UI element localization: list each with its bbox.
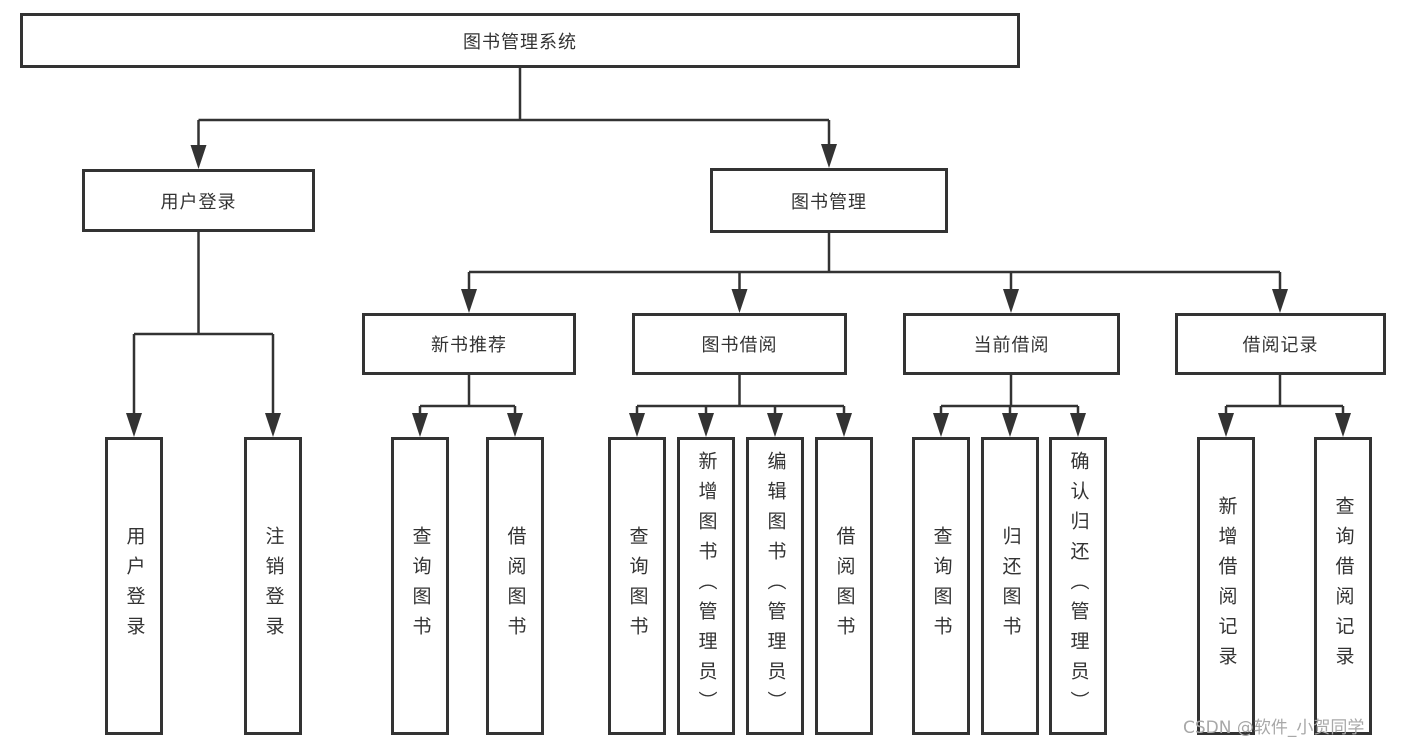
- node-label: 当前借阅: [973, 335, 1050, 356]
- leaf-logout: 注销登录: [244, 437, 302, 735]
- leaf-borrow-add-admin: 新增图书（管理员）: [677, 437, 735, 735]
- node-user-login: 用户登录: [82, 169, 315, 232]
- leaf-current-return: 归还图书: [981, 437, 1039, 735]
- node-label: 图书管理系统: [463, 31, 577, 53]
- node-label: 图书借阅: [701, 335, 778, 356]
- node-current-borrowing: 当前借阅: [903, 313, 1120, 375]
- node-label: 查询图书: [626, 526, 649, 646]
- node-label: 查询图书: [409, 526, 432, 646]
- node-book-management: 图书管理: [710, 168, 948, 233]
- node-label: 查询图书: [930, 526, 953, 646]
- node-label: 查询借阅记录: [1332, 496, 1355, 676]
- node-new-books: 新书推荐: [362, 313, 576, 375]
- leaf-current-query: 查询图书: [912, 437, 970, 735]
- node-label: 确认归还（管理员）: [1067, 451, 1090, 721]
- node-label: 编辑图书（管理员）: [764, 451, 787, 721]
- leaf-records-query: 查询借阅记录: [1314, 437, 1372, 735]
- leaf-user-login: 用户登录: [105, 437, 163, 735]
- leaf-borrow-edit-admin: 编辑图书（管理员）: [746, 437, 804, 735]
- connector-records-to-leaves: [1218, 375, 1351, 437]
- node-label: 用户登录: [160, 191, 237, 213]
- connector-root-to-level2: [190, 68, 837, 169]
- leaf-records-add: 新增借阅记录: [1197, 437, 1255, 735]
- node-label: 新增图书（管理员）: [695, 451, 718, 721]
- leaf-current-confirm-admin: 确认归还（管理员）: [1049, 437, 1107, 735]
- node-label: 新增借阅记录: [1215, 496, 1238, 676]
- leaf-borrow-book: 借阅图书: [815, 437, 873, 735]
- leaf-newbooks-query: 查询图书: [391, 437, 449, 735]
- node-label: 借阅记录: [1242, 335, 1319, 356]
- node-book-borrowing: 图书借阅: [632, 313, 847, 375]
- connector-bookborrow-to-leaves: [629, 375, 852, 437]
- node-label: 图书管理: [791, 191, 867, 213]
- connector-userlogin-to-leaves: [126, 232, 281, 437]
- node-label: 注销登录: [262, 526, 285, 646]
- node-label: 归还图书: [999, 526, 1022, 646]
- connector-bookmgmt-to-level3: [461, 233, 1288, 313]
- node-root: 图书管理系统: [20, 13, 1020, 68]
- node-label: 用户登录: [123, 526, 146, 646]
- connector-newbooks-to-leaves: [412, 375, 523, 437]
- node-label: 借阅图书: [504, 526, 527, 646]
- csdn-watermark: CSDN @软件_小贺同学: [1183, 718, 1365, 738]
- leaf-newbooks-borrow: 借阅图书: [486, 437, 544, 735]
- leaf-borrow-query: 查询图书: [608, 437, 666, 735]
- connector-currentborrow-to-leaves: [933, 375, 1086, 437]
- node-label: 新书推荐: [431, 335, 507, 356]
- node-label: 借阅图书: [833, 526, 856, 646]
- node-borrow-records: 借阅记录: [1175, 313, 1386, 375]
